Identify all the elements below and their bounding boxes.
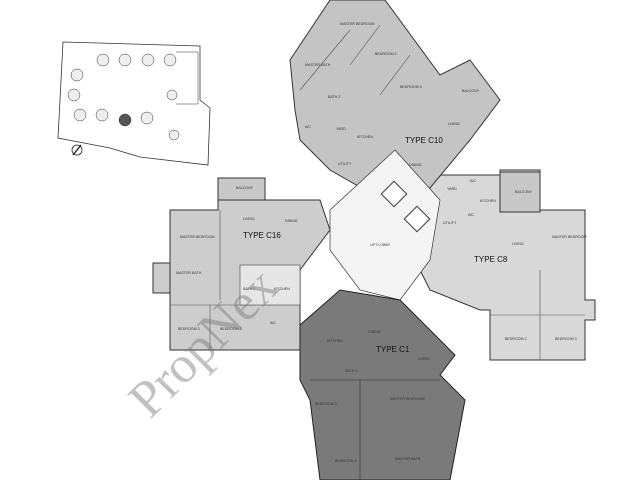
unit-c16: TYPE C16 BALCONY LIVING DINING MASTER BE… xyxy=(152,177,331,351)
room-label: MASTER BEDROOM xyxy=(340,22,375,26)
room-label: DINING xyxy=(368,330,381,334)
room-label: YARD xyxy=(447,187,457,191)
room-label: LIVING xyxy=(448,122,460,126)
lift-lobby-label: LIFT LOBBY xyxy=(370,243,391,247)
unit-type-label: TYPE C8 xyxy=(474,255,508,264)
north-arrow-icon xyxy=(71,144,83,156)
room-label: BATH 2 xyxy=(243,287,255,291)
room-label: BATH 2 xyxy=(345,369,357,373)
room-label: LIVING xyxy=(243,217,255,221)
room-label: A/C xyxy=(470,179,476,183)
room-label: BEDROOM 3 xyxy=(315,402,337,406)
room-label: BEDROOM 2 xyxy=(335,459,357,463)
room-label: BALCONY xyxy=(462,89,480,93)
room-label: DINING xyxy=(409,163,422,167)
room-label: UTILITY xyxy=(338,162,352,166)
room-label: LIVING xyxy=(418,357,430,361)
room-label: KITCHEN xyxy=(357,135,373,139)
room-label: BALCONY xyxy=(236,186,254,190)
room-label: MASTER BATH xyxy=(305,63,331,67)
room-label: BATH 2 xyxy=(328,95,340,99)
site-plan xyxy=(57,41,211,166)
room-label: WC xyxy=(468,213,474,217)
unit-c1: TYPE C1 KITCHEN DINING LIVING BATH 2 BED… xyxy=(299,289,466,480)
room-label: DINING xyxy=(285,219,298,223)
room-label: YARD xyxy=(336,127,346,131)
lift-core: LIFT LOBBY xyxy=(329,149,441,301)
unit-type-label: TYPE C16 xyxy=(243,231,281,240)
unit-type-label: TYPE C10 xyxy=(405,136,443,145)
room-label: KITCHEN xyxy=(274,287,290,291)
unit-type-label: TYPE C1 xyxy=(376,345,410,354)
unit-c8: TYPE C8 BALCONY YARD KITCHEN UTILITY WC … xyxy=(409,169,596,361)
room-label: MASTER BEDROOM xyxy=(390,397,425,401)
room-label: BALCONY xyxy=(515,190,533,194)
unit-c10: TYPE C10 MASTER BEDROOM MASTER BATH BEDR… xyxy=(289,0,501,211)
room-label: MASTER BEDROOM xyxy=(552,235,587,239)
room-label: MASTER BEDROOM xyxy=(180,235,215,239)
room-label: A/C xyxy=(305,125,311,129)
room-label: BEDROOM 3 xyxy=(178,327,200,331)
room-label: LIVING xyxy=(512,242,524,246)
room-label: BEDROOM 3 xyxy=(555,337,577,341)
room-label: BEDROOM 2 xyxy=(375,52,397,56)
room-label: BEDROOM 3 xyxy=(400,85,422,89)
room-label: MASTER BATH xyxy=(395,457,421,461)
room-label: KITCHEN xyxy=(480,199,496,203)
room-label: BEDROOM 2 xyxy=(220,327,242,331)
room-label: UTILITY xyxy=(443,221,457,225)
room-label: A/C xyxy=(270,321,276,325)
room-label: KITCHEN xyxy=(327,339,343,343)
room-label: BEDROOM 2 xyxy=(505,337,527,341)
room-label: MASTER BATH xyxy=(176,271,202,275)
